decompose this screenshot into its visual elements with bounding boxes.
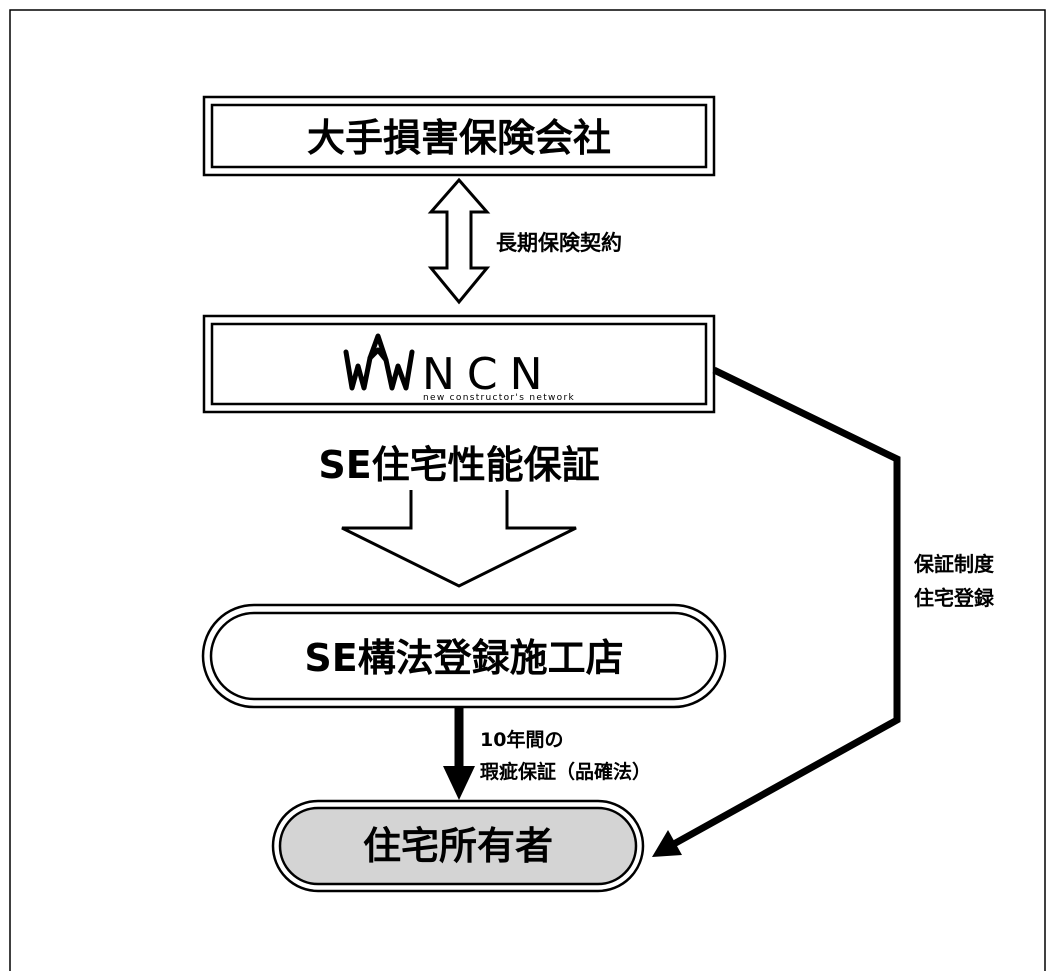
owner-box: 住宅所有者	[271, 799, 645, 893]
insurer-label: 大手損害保険会社	[307, 116, 611, 160]
warranty-line1: 10年間の	[480, 728, 563, 751]
insurance-contract-label: 長期保険契約	[496, 231, 622, 255]
insurer-box: 大手損害保険会社	[202, 95, 716, 177]
ncn-logo-icon	[343, 333, 415, 391]
contractor-box: SE構法登録施工店	[201, 603, 727, 709]
registration-line1: 保証制度	[913, 552, 995, 576]
down-arrow-icon	[341, 490, 577, 588]
ncn-tagline: new constructor's network	[423, 393, 575, 403]
guarantee-label: SE住宅性能保証	[318, 443, 599, 487]
double-arrow-icon	[427, 177, 491, 305]
ncn-box	[202, 314, 716, 414]
warranty-line2: 瑕疵保証（品確法）	[480, 760, 651, 783]
warranty-arrow	[443, 707, 475, 800]
owner-label: 住宅所有者	[363, 824, 553, 868]
registration-line2: 住宅登録	[914, 586, 995, 610]
outer-frame	[9, 9, 1046, 975]
ncn-logo-text: NCN	[422, 349, 555, 400]
contractor-label: SE構法登録施工店	[304, 636, 623, 680]
registration-arrow	[652, 366, 901, 857]
